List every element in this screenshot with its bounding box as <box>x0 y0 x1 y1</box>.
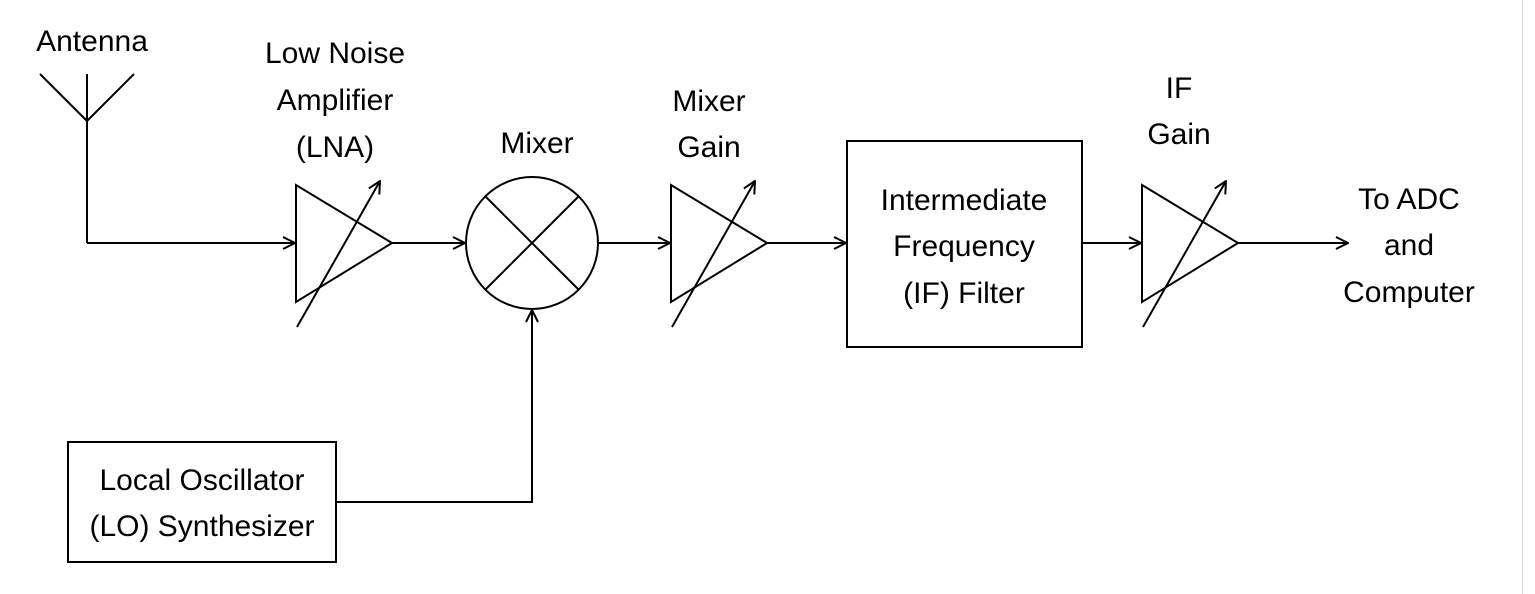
mixer-gain-label-line-2: Gain <box>677 131 740 164</box>
lna-amplifier-symbol <box>295 181 394 328</box>
if-filter-label-line-3: (IF) Filter <box>903 277 1025 310</box>
if-filter-label-line-1: Intermediate <box>881 184 1048 217</box>
local-oscillator-label-line-2: (LO) Synthesizer <box>89 510 314 543</box>
local-oscillator-box <box>67 441 337 563</box>
if-gain-amplifier-symbol <box>1141 181 1240 328</box>
lna-label-line-3: (LNA) <box>296 131 374 164</box>
output-label-line-3: Computer <box>1343 276 1475 309</box>
local-oscillator-label-line-1: Local Oscillator <box>99 464 304 497</box>
lo-to-mixer-wire <box>336 310 532 503</box>
mixer-label: Mixer <box>500 127 573 160</box>
mixer-symbol <box>465 176 599 310</box>
page-right-edge <box>1522 0 1535 594</box>
output-label-line-2: and <box>1384 229 1434 262</box>
if-gain-label-line-2: Gain <box>1147 118 1210 151</box>
mixer-gain-amplifier-symbol <box>670 181 769 328</box>
if-filter-box <box>846 140 1083 348</box>
if-gain-label-line-1: IF <box>1166 72 1193 105</box>
if-filter-label-line-2: Frequency <box>893 230 1035 263</box>
antenna-symbol <box>39 73 135 243</box>
lna-label-line-1: Low Noise <box>265 37 405 70</box>
antenna-label: Antenna <box>36 25 148 58</box>
output-label-line-1: To ADC <box>1358 183 1460 216</box>
lna-label-line-2: Amplifier <box>277 84 394 117</box>
mixer-gain-label-line-1: Mixer <box>672 85 745 118</box>
